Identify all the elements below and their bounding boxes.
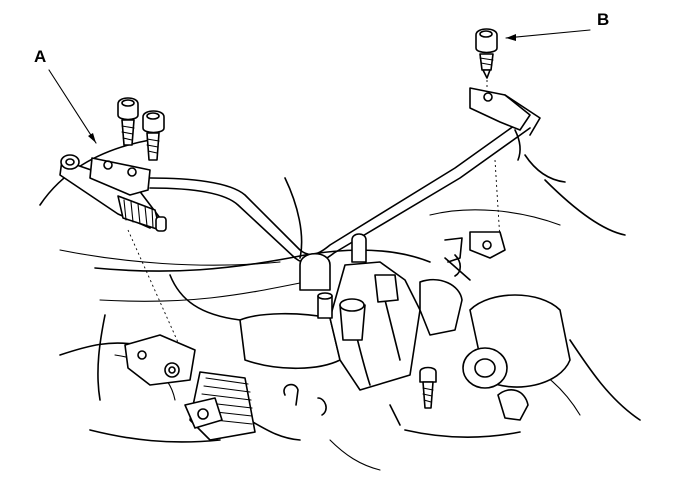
lower-mount-tab: [444, 231, 506, 281]
mount-bracket-plate: [89, 157, 151, 196]
callout-label-b: B: [597, 10, 609, 29]
bolt-left-2: [142, 110, 165, 161]
alignment-guides: [127, 80, 501, 359]
small-fittings: [283, 254, 462, 426]
engine-body-outline: [39, 139, 641, 471]
engine-block: [239, 233, 463, 391]
callout-leaders: [48, 29, 591, 144]
upper-bracket-b: [469, 87, 541, 161]
shift-boot: [184, 371, 256, 441]
torque-rod-a: [59, 154, 167, 232]
callout-label-a: A: [34, 47, 46, 66]
lower-left-bracket: [124, 334, 196, 386]
stay-rod: [149, 117, 531, 265]
bolt-left-1: [117, 97, 139, 146]
right-housing: [462, 294, 571, 421]
front-bolt: [419, 366, 437, 409]
bolt-b: [475, 28, 498, 79]
